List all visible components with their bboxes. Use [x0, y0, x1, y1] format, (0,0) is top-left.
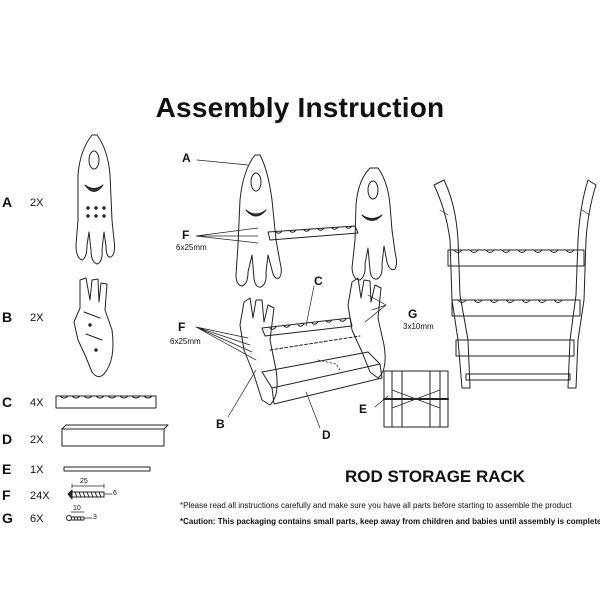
part-e-long-rod: [63, 466, 151, 472]
right-rack-view: [433, 179, 597, 389]
part-letter-c: C: [2, 394, 13, 410]
callout-a: A: [182, 151, 191, 165]
screw-f-length: 25: [80, 478, 88, 485]
callout-f-top: F: [182, 228, 190, 242]
part-c-rod-bar: [55, 395, 157, 409]
part-f-screw: [67, 483, 113, 500]
part-qty-b: 2X: [30, 312, 44, 324]
part-qty-g: 6X: [30, 513, 44, 525]
callout-g: G: [408, 307, 418, 321]
part-qty-e: 1X: [30, 464, 44, 476]
part-b-reel-panel: [73, 277, 114, 378]
callout-f-top-size: 6x25mm: [176, 243, 207, 252]
product-name: ROD STORAGE RACK: [345, 467, 526, 486]
callout-f-lower-size: 6x25mm: [170, 337, 201, 346]
part-d-base-board: [61, 424, 169, 447]
detail-box-e: [383, 370, 449, 428]
part-letter-g: G: [2, 510, 13, 526]
caution-note: *Caution: This packaging contains small …: [180, 517, 600, 526]
callout-g-size: 3x10mm: [403, 322, 434, 331]
page-title: Assembly Instruction: [155, 92, 445, 123]
callout-e: E: [359, 402, 368, 416]
part-a-side-panel: [75, 134, 116, 265]
screw-f-diameter: 6: [113, 490, 117, 497]
part-g-screw: [66, 511, 93, 521]
part-letter-b: B: [2, 309, 13, 325]
part-letter-d: D: [2, 431, 13, 447]
callout-c: C: [314, 274, 323, 288]
part-qty-a: 2X: [30, 197, 44, 209]
part-qty-c: 4X: [30, 397, 44, 409]
instruction-note: *Please read all instructions carefully …: [180, 501, 572, 510]
part-qty-d: 2X: [30, 434, 44, 446]
callout-b: B: [216, 417, 225, 431]
part-letter-a: A: [2, 194, 13, 210]
screw-g-diameter: 3: [93, 514, 97, 521]
part-qty-f: 24X: [30, 490, 50, 502]
part-letter-f: F: [2, 487, 11, 503]
screw-g-length: 10: [73, 505, 81, 512]
callout-d: D: [322, 428, 331, 442]
main-assembly-view: [195, 154, 397, 429]
callout-f-lower: F: [178, 320, 186, 334]
part-letter-e: E: [2, 461, 12, 477]
